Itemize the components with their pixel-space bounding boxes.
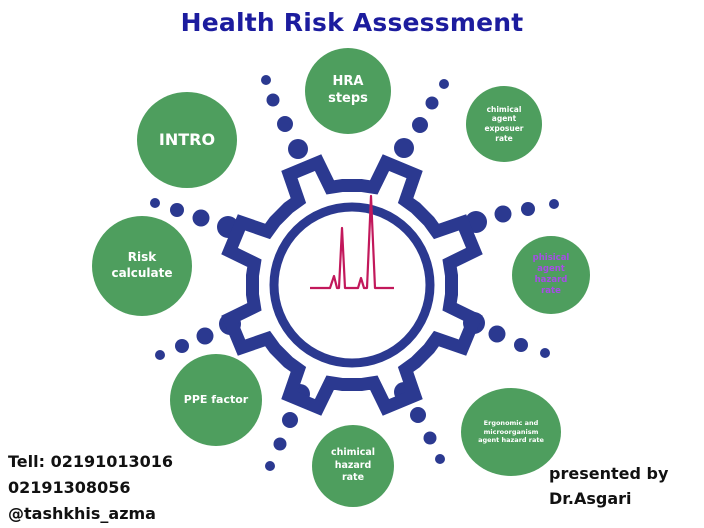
ergonomic-microorganism-hazard-label: Ergonomic and microorganism agent hazard… (478, 419, 544, 445)
chromatogram-peaks-icon (310, 194, 394, 290)
social-handle: @tashkhis_azma (8, 504, 156, 523)
chain-dot (288, 139, 308, 159)
chain-dot (425, 96, 439, 110)
phone-number-primary: Tell: 02191013016 (8, 452, 174, 471)
chain-dot (412, 117, 428, 133)
chain-dot (488, 325, 506, 343)
presenter-label: presented by (549, 464, 669, 483)
physical-agent-hazard-label: phisical agent hazard rate (532, 252, 570, 297)
chain-dot (196, 327, 214, 345)
chain-dot (423, 431, 437, 445)
hra-steps-button[interactable]: HRA steps (305, 48, 391, 134)
chain-dot (266, 93, 280, 107)
chain-dot (282, 412, 298, 428)
chain-dot (439, 79, 449, 89)
chain-dot (170, 203, 184, 217)
chain-dot (435, 454, 445, 464)
chain-dot (540, 348, 550, 358)
chain-dot (494, 205, 512, 223)
chemical-agent-exposure-button[interactable]: chimical agent exposuer rate (466, 86, 542, 162)
chain-dot (394, 138, 414, 158)
chain-dot (175, 339, 189, 353)
risk-calculate-label: Risk calculate (111, 250, 173, 280)
chain-dot (261, 75, 271, 85)
contact-info: Tell: 02191013016 02191308056 @tashkhis_… (8, 449, 173, 527)
gear-icon (221, 154, 483, 416)
chain-dot (277, 116, 293, 132)
chemical-hazard-rate-button[interactable]: chimical hazard rate (312, 425, 394, 507)
risk-calculate-button[interactable]: Risk calculate (92, 216, 192, 316)
ppe-factor-button[interactable]: PPE factor (170, 354, 262, 446)
chain-dot (192, 209, 210, 227)
chain-dot (273, 437, 287, 451)
chain-dot (155, 350, 165, 360)
intro-label: INTRO (158, 129, 216, 149)
presenter-credit: presented by Dr.Asgari (549, 461, 668, 511)
chain-dot (265, 461, 275, 471)
slide-title: Health Risk Assessment (180, 8, 524, 37)
chain-dot (521, 202, 535, 216)
intro-button[interactable]: INTRO (137, 92, 237, 188)
ergonomic-microorganism-hazard-button[interactable]: Ergonomic and microorganism agent hazard… (461, 388, 561, 476)
chain-dot (549, 199, 559, 209)
physical-agent-hazard-button[interactable]: phisical agent hazard rate (512, 236, 590, 314)
chemical-agent-exposure-label: chimical agent exposuer rate (484, 104, 524, 143)
presenter-name: Dr.Asgari (549, 489, 632, 508)
chain-dot (150, 198, 160, 208)
chain-dot (514, 338, 528, 352)
hra-steps-label: HRA steps (328, 74, 368, 106)
ppe-factor-label: PPE factor (183, 392, 249, 406)
chain-dot (410, 407, 426, 423)
chemical-hazard-rate-label: chimical hazard rate (330, 447, 376, 484)
phone-number-secondary: 02191308056 (8, 478, 131, 497)
